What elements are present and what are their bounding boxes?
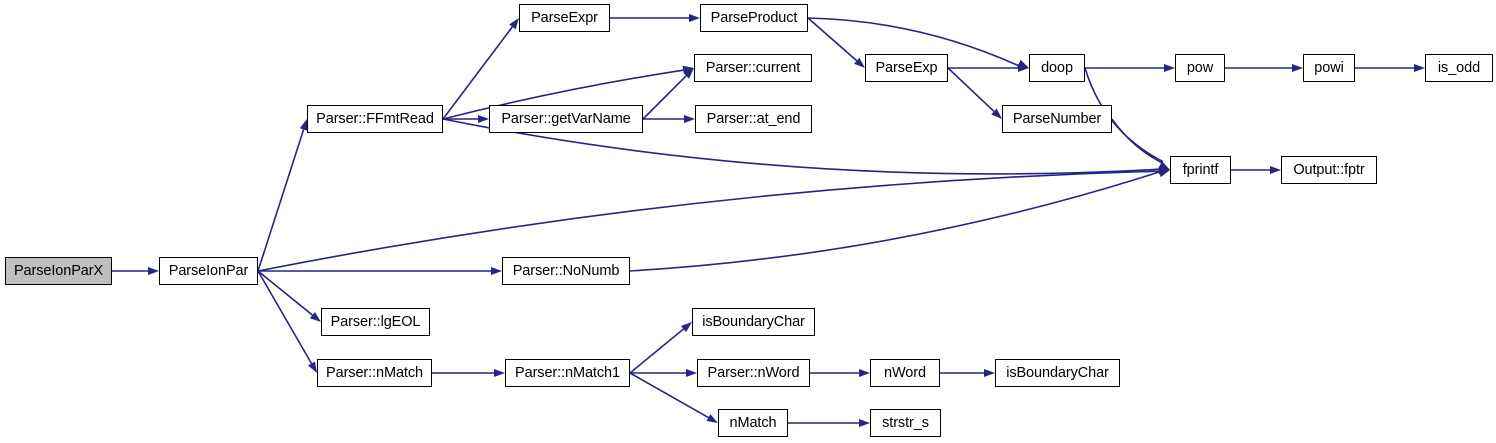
graph-node-label: Parser::FFmtRead — [316, 110, 434, 127]
graph-node-label: ParseIonParX — [13, 262, 104, 279]
graph-node-label: doop — [1041, 59, 1073, 76]
graph-node-Parsercurrent[interactable]: Parser::current — [694, 54, 812, 82]
graph-node-ParseExpr[interactable]: ParseExpr — [519, 4, 610, 32]
graph-arrowhead — [1292, 64, 1303, 72]
graph-node-ParseIonParX[interactable]: ParseIonParX — [5, 257, 112, 285]
graph-edge-ParsergetVarName-to-Parsercurrent — [642, 75, 687, 120]
graph-node-label: Parser::getVarName — [501, 110, 631, 127]
graph-node-label: Parser::nMatch1 — [515, 364, 620, 381]
graph-arrowhead — [148, 267, 159, 275]
graph-node-label: Parser::at_end — [706, 110, 801, 127]
graph-node-ParsernMatch[interactable]: Parser::nMatch — [317, 359, 432, 387]
graph-edge-ParseIonPar-to-ParserlgEOL — [257, 270, 313, 316]
graph-node-is_odd[interactable]: is_odd — [1425, 54, 1493, 82]
graph-arrowhead — [1164, 64, 1175, 72]
graph-node-ParseNumber[interactable]: ParseNumber — [1002, 105, 1112, 133]
graph-node-ParseExp[interactable]: ParseExp — [865, 54, 948, 82]
graph-node-label: Parser::nMatch — [326, 364, 423, 381]
graph-arrowhead — [682, 65, 694, 74]
graph-node-doop[interactable]: doop — [1029, 54, 1085, 82]
graph-arrowhead — [509, 18, 519, 30]
graph-node-ParserFFmtRead[interactable]: Parser::FFmtRead — [307, 105, 443, 133]
graph-node-label: ParseNumber — [1012, 110, 1102, 127]
graph-arrowhead — [706, 414, 718, 423]
graph-node-ParseProduct[interactable]: ParseProduct — [700, 4, 808, 32]
graph-arrowhead — [859, 369, 870, 377]
graph-node-label: isBoundaryChar — [1006, 364, 1109, 381]
graph-edge-ParsernMatch1-to-isBoundaryCharTop — [629, 328, 685, 374]
graph-arrowhead — [1158, 161, 1170, 170]
graph-node-label: Parser::lgEOL — [330, 313, 421, 330]
graph-node-nWord[interactable]: nWord — [870, 359, 940, 387]
graph-node-powi[interactable]: powi — [1303, 54, 1355, 82]
graph-node-Parserat_end[interactable]: Parser::at_end — [695, 105, 812, 133]
graph-edge-ParseIonPar-to-ParsernMatch — [257, 270, 313, 364]
graph-arrowhead — [854, 57, 865, 68]
graph-node-ParsernMatch1[interactable]: Parser::nMatch1 — [505, 359, 630, 387]
graph-arrowhead — [478, 115, 489, 123]
graph-arrowhead — [1414, 64, 1425, 72]
graph-node-label: strstr_s — [882, 414, 929, 431]
graph-node-label: ParseProduct — [710, 9, 798, 26]
graph-edge-ParseNumber-to-fprintf — [1111, 118, 1163, 164]
graph-node-pow[interactable]: pow — [1175, 54, 1225, 82]
graph-arrowhead — [1158, 166, 1170, 175]
graph-arrowhead — [991, 108, 1002, 119]
graph-edge-ParseIonPar-to-fprintf — [257, 170, 1160, 272]
graph-node-label: nWord — [884, 364, 926, 381]
graph-node-strstr_s[interactable]: strstr_s — [870, 409, 941, 437]
graph-node-label: Parser::nWord — [707, 364, 800, 381]
graph-arrowhead — [309, 311, 321, 322]
graph-arrowhead — [494, 369, 505, 377]
graph-node-ParserNoNumb[interactable]: Parser::NoNumb — [502, 257, 630, 285]
graph-node-ParsernWord[interactable]: Parser::nWord — [697, 359, 810, 387]
graph-node-ParsergetVarName[interactable]: Parser::getVarName — [489, 105, 643, 133]
graph-node-label: is_odd — [1437, 59, 1481, 76]
graph-node-label: Parser::NoNumb — [512, 262, 620, 279]
graph-arrowhead — [686, 369, 697, 377]
graph-arrowhead — [1158, 161, 1170, 170]
graph-edge-ParserNoNumb-to-fprintf — [629, 171, 1160, 272]
graph-arrowhead — [859, 419, 870, 427]
graph-node-isBoundaryChar[interactable]: isBoundaryChar — [995, 359, 1120, 387]
graph-node-label: nMatch — [729, 414, 777, 431]
graph-node-isBoundaryCharTop[interactable]: isBoundaryChar — [692, 308, 815, 336]
graph-edge-ParseIonPar-to-ParserFFmtRead — [257, 129, 305, 272]
graph-arrowhead — [984, 369, 995, 377]
graph-node-label: Output::fptr — [1293, 161, 1365, 178]
graph-node-label: powi — [1314, 59, 1344, 76]
graph-arrowhead — [683, 68, 694, 79]
graph-node-label: fprintf — [1182, 161, 1219, 178]
graph-node-ParserlgEOL[interactable]: Parser::lgEOL — [321, 308, 430, 336]
graph-node-Outputfptr[interactable]: Output::fptr — [1281, 156, 1377, 184]
graph-arrowhead — [308, 361, 317, 373]
graph-edge-ParseProduct-to-ParseExp — [807, 17, 858, 62]
graph-node-nMatch[interactable]: nMatch — [718, 409, 788, 437]
graph-arrowhead — [1018, 64, 1029, 72]
graph-node-ParseIonPar[interactable]: ParseIonPar — [159, 257, 258, 285]
graph-edge-ParseExp-to-ParseNumber — [947, 67, 995, 113]
graph-arrowhead — [680, 322, 692, 333]
graph-node-label: ParseExpr — [531, 9, 598, 26]
graph-arrowhead — [1270, 166, 1281, 174]
graph-node-label: isBoundaryChar — [702, 313, 805, 330]
graph-arrowhead — [684, 115, 695, 123]
graph-arrowhead — [1017, 59, 1029, 68]
graph-node-fprintf[interactable]: fprintf — [1170, 156, 1231, 184]
graph-node-label: Parser::current — [705, 59, 801, 76]
graph-node-label: ParseExp — [875, 59, 938, 76]
graph-arrowhead — [689, 14, 700, 22]
graph-node-label: pow — [1186, 59, 1214, 76]
graph-node-label: ParseIonPar — [168, 262, 249, 279]
graph-arrowhead — [1158, 166, 1170, 175]
graph-arrowhead — [491, 267, 502, 275]
graph-arrowhead — [1158, 169, 1170, 178]
